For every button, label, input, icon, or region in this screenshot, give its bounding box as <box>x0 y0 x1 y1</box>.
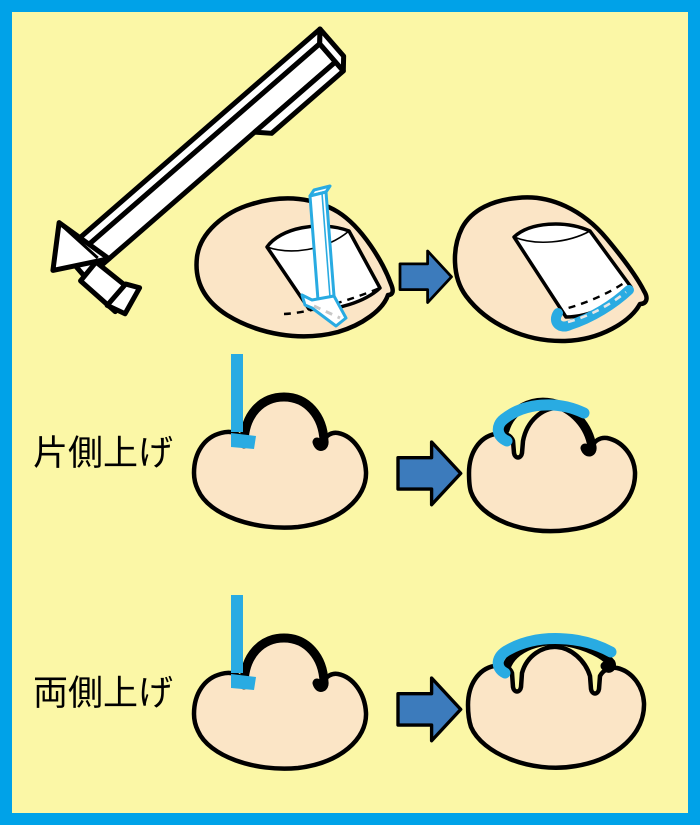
nail-base-edge <box>513 230 591 243</box>
toe-outline <box>465 644 647 770</box>
label-both-side-lift: 両側上げ <box>33 674 174 713</box>
tool-hook-flange <box>104 281 143 317</box>
clip-band-dashes <box>567 290 627 324</box>
toenail-top-view-after <box>452 195 649 344</box>
lift-strip <box>492 399 590 447</box>
foot-dashes <box>313 304 341 320</box>
toe-cross-section-one-side-lifted <box>466 397 638 534</box>
right-arrow-one-side <box>396 440 463 507</box>
nail-lift-tool-icon <box>50 26 347 317</box>
tool-foot-blue <box>300 293 348 328</box>
tool-shaft-edge <box>321 192 331 298</box>
right-arrow-both-side <box>396 676 463 743</box>
fold-dashed-line <box>555 282 625 313</box>
toe-cross-section-both-sides-lifted <box>465 633 647 770</box>
nail-base-edge <box>266 230 350 252</box>
right-arrow-top <box>398 249 453 304</box>
tool-claw-triangle <box>50 220 112 273</box>
clip-band <box>550 285 634 332</box>
toenail-top-view-before <box>194 184 395 339</box>
lift-strip <box>492 633 617 679</box>
label-one-side-lift: 片側上げ <box>33 434 174 473</box>
tool-claw-edge <box>59 223 99 260</box>
tool-end-face <box>317 26 347 74</box>
